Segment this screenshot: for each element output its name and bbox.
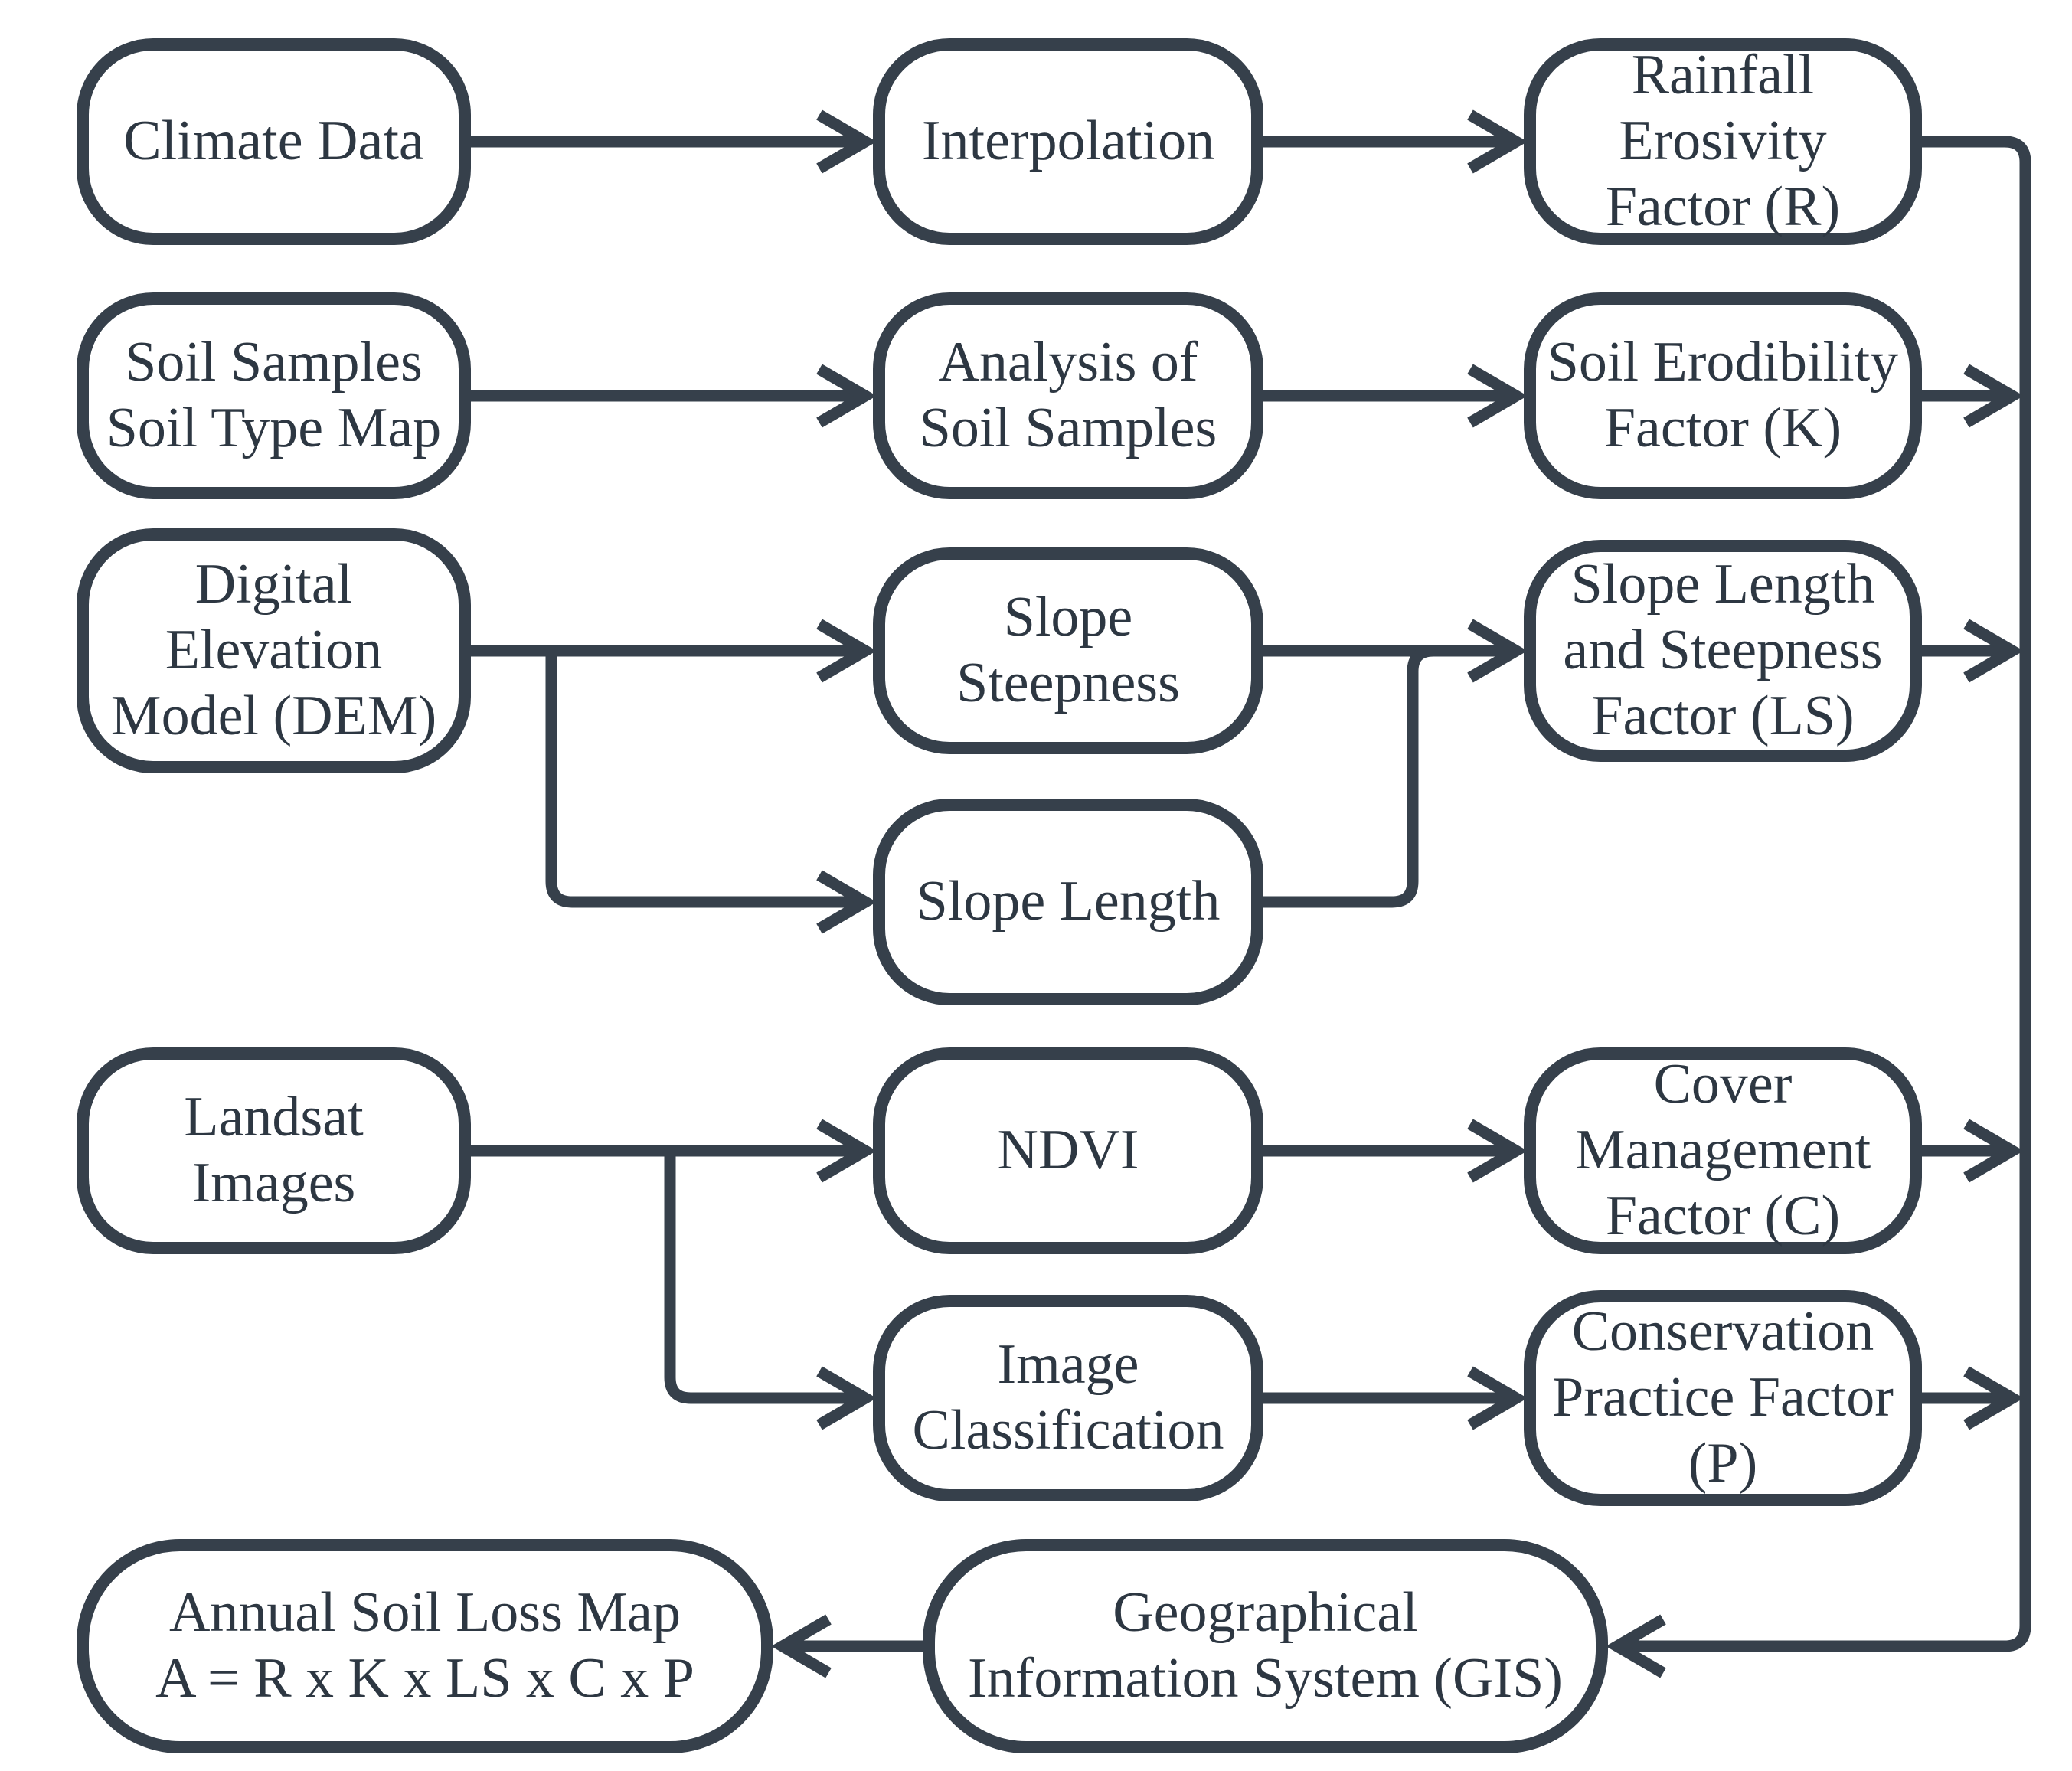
node-slope-length: Slope Length bbox=[873, 799, 1263, 1005]
connector-dem-to-slope-length bbox=[545, 651, 877, 934]
node-annual-soil-loss-map: Annual Soil Loss Map A = R x K x LS x C … bbox=[77, 1539, 773, 1753]
node-interpolation: Interpolation bbox=[873, 38, 1263, 245]
connector-slope-length-join bbox=[1263, 645, 1434, 908]
node-conservation-practice-factor: Conservation Practice Factor (P) bbox=[1524, 1290, 1922, 1506]
connector-landsat-to-image-classification bbox=[664, 1151, 877, 1430]
node-soil-samples: Soil Samples Soil Type Map bbox=[77, 292, 471, 499]
node-slope-steepness: Slope Steepness bbox=[873, 547, 1263, 754]
node-climate-data: Climate Data bbox=[77, 38, 471, 245]
node-soil-erodibility-factor: Soil Erodibility Factor (K) bbox=[1524, 292, 1922, 499]
node-landsat-images: Landsat Images bbox=[77, 1047, 471, 1254]
node-ndvi: NDVI bbox=[873, 1047, 1263, 1254]
connector-r-factor-to-gis bbox=[1606, 136, 2031, 1678]
node-rainfall-erosivity-factor: Rainfall Erosivity Factor (R) bbox=[1524, 38, 1922, 245]
node-image-classification: Image Classification bbox=[873, 1295, 1263, 1501]
node-cover-management-factor: Cover Management Factor (C) bbox=[1524, 1047, 1922, 1254]
node-analysis-of-soil-samples: Analysis of Soil Samples bbox=[873, 292, 1263, 499]
node-digital-elevation-model: Digital Elevation Model (DEM) bbox=[77, 528, 471, 773]
node-geographical-information-system: Geographical Information System (GIS) bbox=[923, 1539, 1608, 1753]
node-slope-length-steepness-factor: Slope Length and Steepness Factor (LS) bbox=[1524, 540, 1922, 762]
